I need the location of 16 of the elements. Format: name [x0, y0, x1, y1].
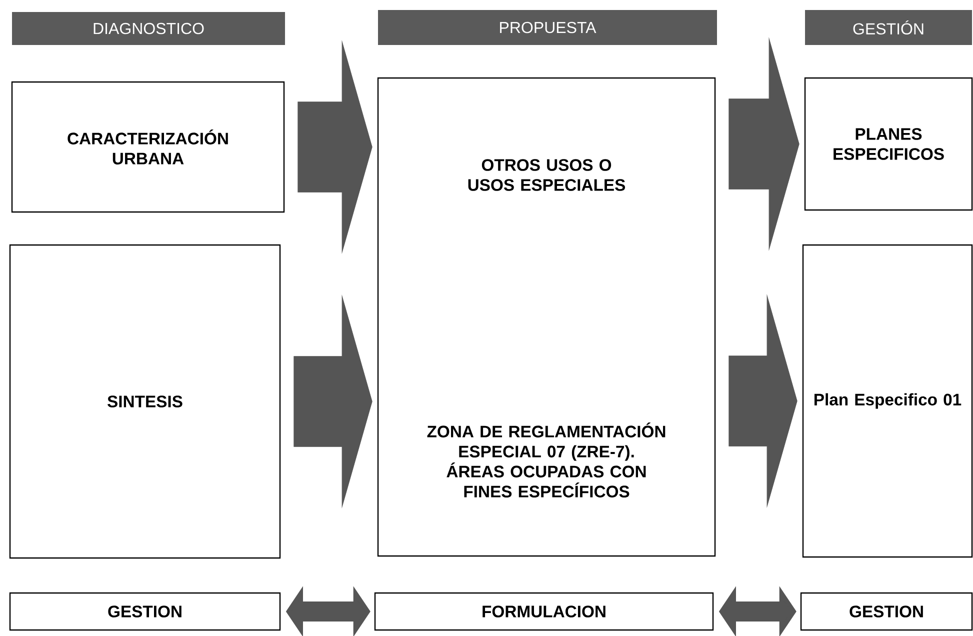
process-box: CARACTERIZACIÓN URBANA	[11, 81, 285, 213]
process-box: PLANES ESPECIFICOS	[804, 77, 973, 211]
block-arrow	[298, 40, 372, 254]
process-box: SINTESIS	[9, 244, 281, 559]
header-bar: GESTIÓN	[805, 10, 972, 45]
box-text: OTROS USOS O USOS ESPECIALES	[468, 159, 626, 191]
phase-box: FORMULACION	[374, 592, 714, 631]
box-text: ZONA DE REGLAMENTACIÓN ESPECIAL 07 (ZRE-7). ÁREAS OCUPADAS CON FINES ESPECÍFICOS	[427, 422, 666, 498]
phase-box: GESTION	[9, 592, 281, 631]
process-box: Plan Especifico 01	[802, 244, 973, 558]
block-arrow	[728, 37, 800, 251]
phase-box: GESTION	[800, 592, 973, 631]
block-arrow	[728, 294, 798, 508]
block-arrow	[294, 294, 372, 508]
header-bar: PROPUESTA	[378, 10, 717, 45]
header-bar: DIAGNOSTICO	[12, 12, 286, 45]
